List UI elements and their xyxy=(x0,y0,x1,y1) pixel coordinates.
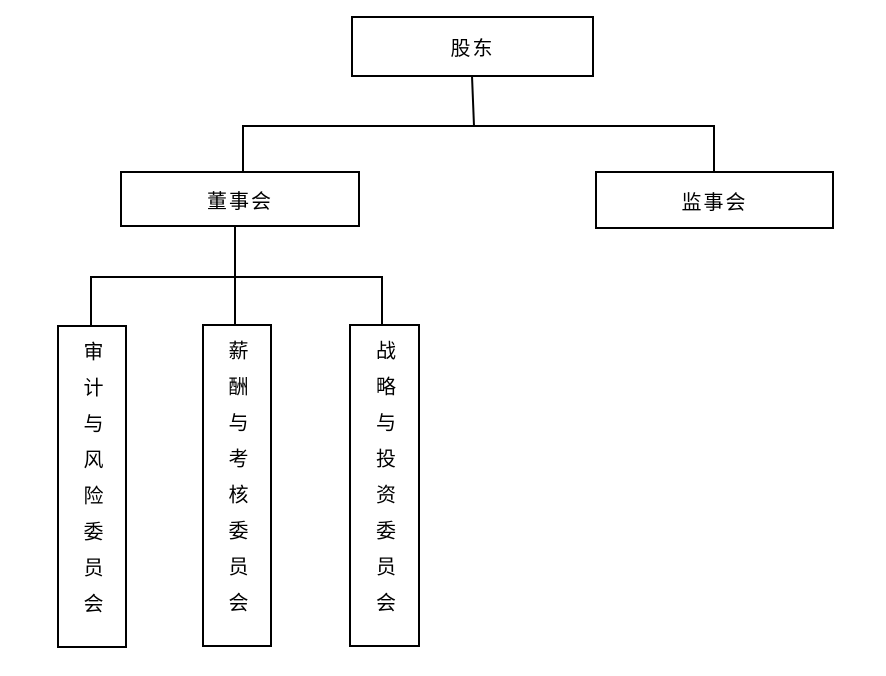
node-audit-risk-committee: 审计与风险委员会 xyxy=(57,325,127,648)
node-shareholders: 股东 xyxy=(351,16,594,77)
node-supervisory-label: 监事会 xyxy=(681,189,748,214)
node-strategy-investment-committee: 战略与投资委员会 xyxy=(349,324,420,647)
node-strategy-investment-label: 战略与投资委员会 xyxy=(372,340,397,628)
connector-shareholders-trunk xyxy=(471,75,475,127)
node-compensation-evaluation-label: 薪酬与考核委员会 xyxy=(225,340,249,628)
node-shareholders-label: 股东 xyxy=(450,36,495,60)
node-board-label: 董事会 xyxy=(207,188,273,213)
node-board-of-directors: 董事会 xyxy=(120,171,360,227)
node-compensation-evaluation-committee: 薪酬与考核委员会 xyxy=(202,324,272,647)
node-audit-risk-label: 审计与风险委员会 xyxy=(80,341,104,629)
node-supervisory-board: 监事会 xyxy=(595,171,834,229)
